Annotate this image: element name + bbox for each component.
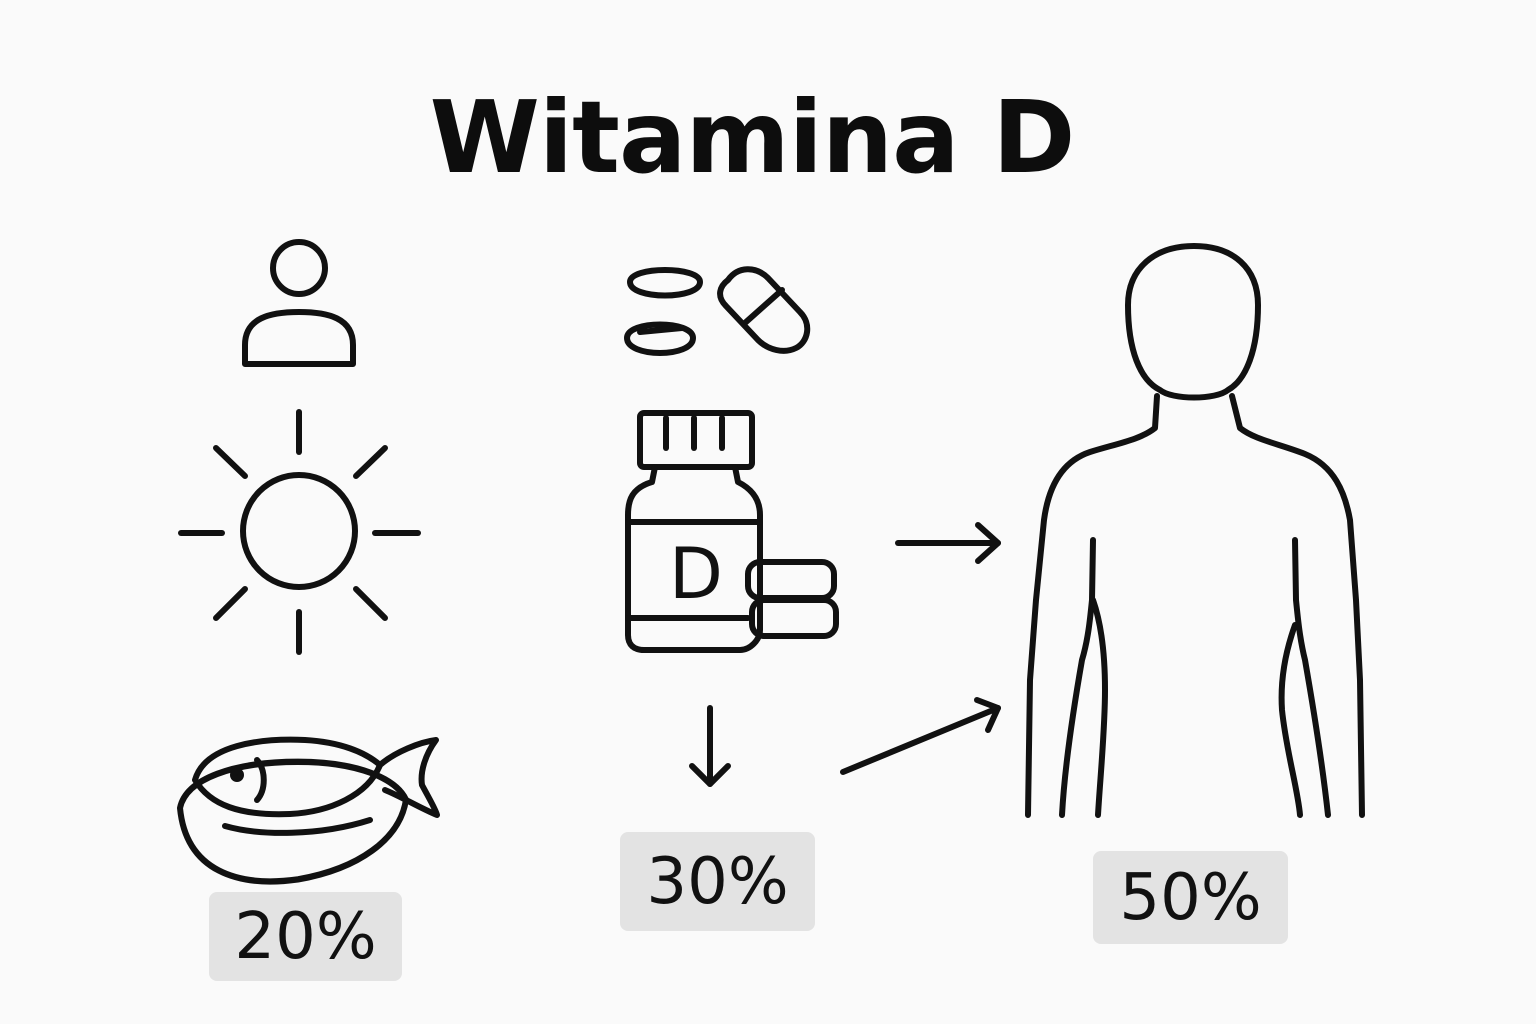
human-body-icon [1025, 243, 1365, 818]
sun-icon [178, 445, 421, 655]
capsule-icon [717, 266, 811, 354]
fish-icon [177, 736, 440, 885]
supplement-bottle-icon [625, 410, 839, 653]
share-badge-body: 50% [1093, 851, 1288, 944]
arrow-down [689, 705, 731, 787]
diagram-title: Witamina D [429, 79, 1076, 196]
bottle-letter: D [669, 533, 723, 615]
person-icon [242, 239, 356, 367]
arrow-to-body-bottom [840, 697, 1001, 775]
tablets-icon [624, 267, 703, 356]
share-badge-sun-food: 20% [209, 892, 402, 981]
share-badge-supplements: 30% [620, 832, 815, 931]
arrow-to-body-top [895, 522, 1001, 564]
